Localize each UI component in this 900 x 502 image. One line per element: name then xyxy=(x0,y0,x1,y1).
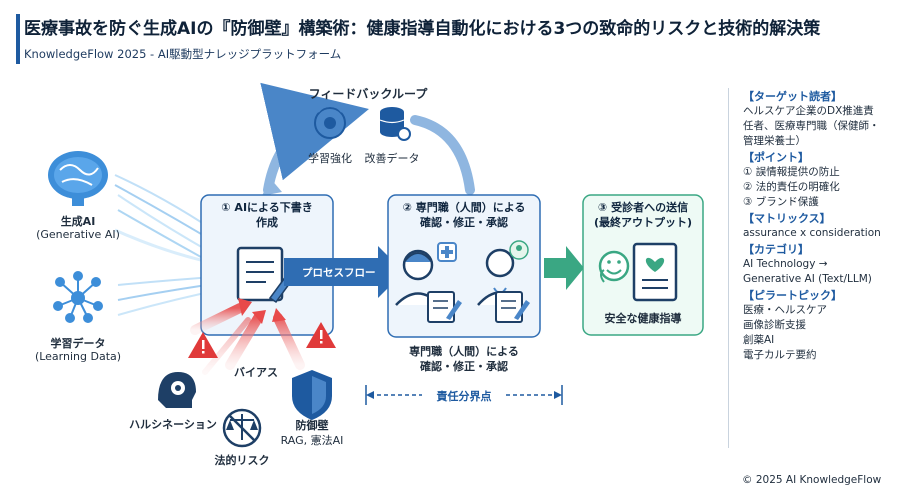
sidebar-line: ① 誤情報提供の防止 xyxy=(743,166,840,178)
sidebar-line: 電子カルテ要約 xyxy=(743,349,817,361)
sidebar-line: 画像診断支援 xyxy=(743,319,806,331)
bias-label: バイアス xyxy=(234,366,278,379)
generative-ai-en-label: (Generative AI) xyxy=(36,228,120,241)
step2-title-line2: 確認・修正・承認 xyxy=(420,216,508,229)
sidebar-heading: 【ポイント】 xyxy=(743,151,809,164)
sidebar-heading: 【ピラートピック】 xyxy=(743,289,842,302)
feedback-arrow-right xyxy=(410,115,475,195)
gear-sync-icon xyxy=(314,105,346,139)
specialist-badge-icon xyxy=(509,240,529,260)
learning-data-label: 学習データ xyxy=(50,337,106,350)
sidebar-line: 管理栄養士） xyxy=(743,135,806,147)
sidebar-line: 任者、医療専門職（保健師・ xyxy=(743,120,880,132)
sidebar-section-matrix: 【マトリックス】 assurance x consideration xyxy=(743,210,900,241)
health-document-icon xyxy=(632,242,678,302)
feedback-loop-title: フィードバックループ xyxy=(308,87,428,101)
step2-title-line1: ② 専門職（人間）による xyxy=(402,201,526,214)
process-flow-label: プロセスフロー xyxy=(302,267,376,279)
copyright: © 2025 AI KnowledgeFlow xyxy=(742,474,882,486)
page-title: 医療事故を防ぐ生成AIの『防御壁』構築術：健康指導自動化における3つの致命的リス… xyxy=(24,19,821,39)
legal-risk-label: 法的リスク xyxy=(214,454,270,467)
brain-icon xyxy=(48,151,108,206)
defense-wall-sub-label: RAG, 憲法AI xyxy=(280,434,344,447)
hallucination-label: ハルシネーション xyxy=(129,418,217,431)
sidebar-line: 創薬AI xyxy=(743,334,775,346)
database-gear-icon xyxy=(379,107,411,141)
human-review-line2: 確認・修正・承認 xyxy=(420,360,508,373)
sidebar-section-pillar: 【ピラートピック】 医療・ヘルスケア 画像診断支援 創薬AI 電子カルテ要約 xyxy=(743,287,900,363)
head-gear-icon xyxy=(158,372,196,408)
step3-title-line2: (最終アウトプット) xyxy=(593,216,693,229)
process-flow-arrow xyxy=(284,246,404,298)
step1-title-line2: 作成 xyxy=(256,216,278,229)
review-document-icon-right xyxy=(495,291,530,323)
process-diagram xyxy=(48,82,704,448)
sidebar-line: ③ ブランド保護 xyxy=(743,196,819,208)
warning-icon-right xyxy=(306,322,336,348)
sidebar-line: 医療・ヘルスケア xyxy=(743,304,827,316)
sidebar-section-points: 【ポイント】 ① 誤情報提供の防止 ② 法的責任の明確化 ③ ブランド保護 xyxy=(743,149,900,210)
risk-arrows xyxy=(190,298,305,375)
human-review-line1: 専門職（人間）による xyxy=(409,345,519,358)
feedback-arrow-left xyxy=(260,82,369,195)
page-subtitle: KnowledgeFlow 2025 - AI駆動型ナレッジプラットフォーム xyxy=(24,47,342,61)
sidebar-section-target: 【ターゲット読者】 ヘルスケア企業のDX推進責 任者、医療専門職（保健師・ 管理… xyxy=(743,88,900,149)
title-accent-bar xyxy=(16,14,20,64)
scale-prohibited-icon xyxy=(222,408,262,448)
improvement-data-label: 改善データ xyxy=(364,152,420,165)
defense-wall-label: 防御壁 xyxy=(295,419,329,432)
feedback-arrow-right-head xyxy=(262,178,282,196)
sidebar-line: assurance x consideration xyxy=(743,227,881,239)
step1-title-line1: ① AIによる下書き xyxy=(221,201,313,214)
network-icon xyxy=(53,271,103,323)
sidebar-section-category: 【カテゴリ】 AI Technology → Generative AI (Te… xyxy=(743,241,900,287)
generative-ai-label: 生成AI xyxy=(60,215,96,228)
warning-icon-left xyxy=(188,332,218,358)
shield-icon xyxy=(292,370,332,420)
learn-reinforce-label: 学習強化 xyxy=(308,152,352,165)
step3-caption: 安全な健康指導 xyxy=(604,312,682,325)
sidebar-heading: 【ターゲット読者】 xyxy=(743,90,842,103)
review-document-icon-left xyxy=(427,291,462,323)
sidebar-heading: 【カテゴリ】 xyxy=(743,243,809,256)
sidebar-line: ② 法的責任の明確化 xyxy=(743,181,840,193)
learning-data-en-label: (Learning Data) xyxy=(34,350,122,363)
smile-face-icon xyxy=(598,250,630,283)
sidebar-line: Generative AI (Text/LLM) xyxy=(743,273,872,285)
output-arrow xyxy=(544,246,584,290)
step3-title-line1: ③ 受診者への送信 xyxy=(597,201,689,214)
medical-plus-icon xyxy=(437,242,457,262)
sidebar-line: AI Technology → xyxy=(743,258,828,270)
sidebar-line: ヘルスケア企業のDX推進責 xyxy=(743,105,874,117)
responsibility-boundary-label: 責任分界点 xyxy=(436,390,492,403)
info-sidebar: 【ターゲット読者】 ヘルスケア企業のDX推進責 任者、医療専門職（保健師・ 管理… xyxy=(728,88,900,448)
sidebar-heading: 【マトリックス】 xyxy=(743,212,831,225)
